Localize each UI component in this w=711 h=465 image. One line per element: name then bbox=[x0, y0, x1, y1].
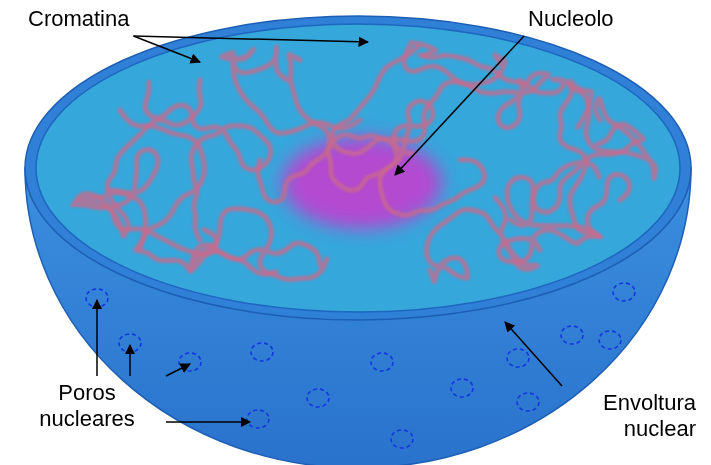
leader-line bbox=[96, 300, 98, 376]
nuclear-pore bbox=[391, 430, 413, 448]
nuclear-pore bbox=[561, 326, 583, 344]
nuclear-pore bbox=[599, 331, 621, 349]
chromatin-strand bbox=[190, 209, 326, 280]
nuclear-pore bbox=[251, 343, 273, 361]
chromatin-strand bbox=[534, 98, 656, 212]
nuclear-pore bbox=[247, 410, 269, 428]
nuclear-pore bbox=[507, 349, 529, 367]
part-label: Cromatina bbox=[28, 6, 129, 32]
leader-line bbox=[133, 36, 200, 62]
leader-line bbox=[133, 36, 368, 42]
chromatin-fibers bbox=[74, 43, 656, 282]
chromatin-strand bbox=[74, 150, 217, 255]
nucleoplasm-face bbox=[36, 24, 680, 312]
chromatin-strand bbox=[420, 55, 644, 152]
leader-line bbox=[395, 36, 524, 175]
leader-line bbox=[166, 421, 250, 423]
part-label: Nucleolo bbox=[528, 6, 614, 32]
chromatin-strand bbox=[222, 47, 360, 133]
part-label: Envoltura nuclear bbox=[566, 390, 696, 442]
part-label: Poros nucleares bbox=[12, 380, 162, 432]
nuclear-pore bbox=[307, 389, 329, 407]
nuclear-pore bbox=[451, 379, 473, 397]
chromatin-strand bbox=[560, 81, 630, 237]
envelope-rim bbox=[25, 16, 691, 320]
nuclear-pore bbox=[517, 393, 539, 411]
chromatin-strand bbox=[499, 177, 599, 262]
leader-line bbox=[166, 364, 190, 376]
leader-line bbox=[129, 345, 131, 376]
chromatin-strand bbox=[332, 47, 485, 215]
nuclear-pore bbox=[613, 283, 635, 301]
nuclear-pore bbox=[371, 353, 393, 371]
chromatin-strand bbox=[427, 198, 538, 282]
leader-line bbox=[505, 322, 562, 386]
